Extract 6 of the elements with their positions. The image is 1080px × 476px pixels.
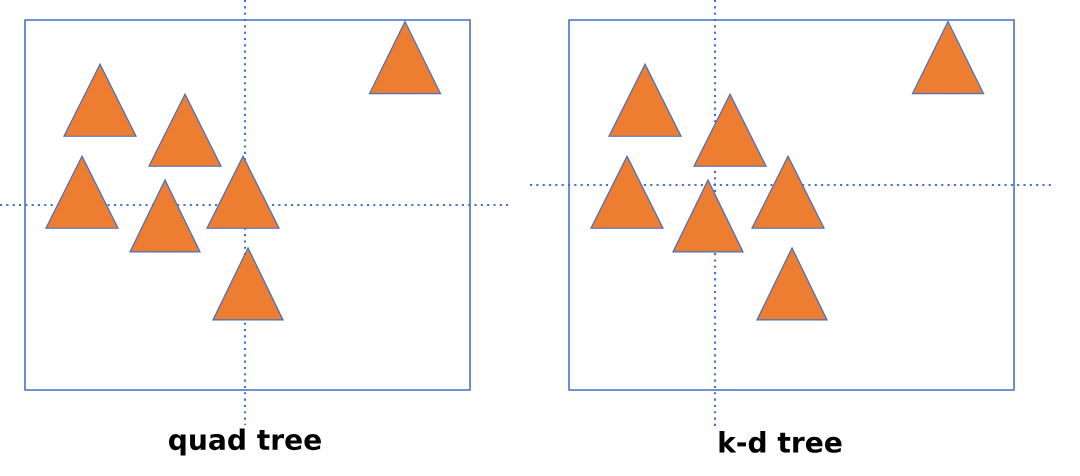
- triangle: [368, 20, 442, 95]
- triangle: [911, 20, 985, 95]
- frame-box: [568, 19, 1015, 391]
- frame-box: [24, 19, 471, 391]
- node-label: quad tree: [169, 428, 321, 456]
- node-label: k-d tree: [719, 431, 842, 453]
